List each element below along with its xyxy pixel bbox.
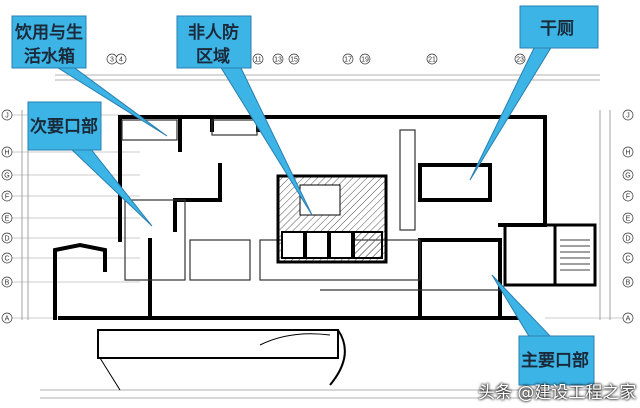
callout-label: 区域 [196,46,230,67]
axis-label: H [625,150,630,157]
axis-bubble [1,212,13,224]
axis-label: C [625,256,630,263]
axis-label: 23 [516,57,524,64]
callout-water-tank: 饮用与生 活水箱 [11,15,168,137]
thin-walls [121,119,500,291]
axis-bubble [1,276,13,288]
axis-bubble [359,53,371,65]
axis-label: G [625,173,630,180]
axis-bubble [622,276,634,288]
axis-bubble [1,146,13,158]
axis-bubble [622,252,634,264]
axis-bubble [1,312,13,324]
callout-secondary-entrance: 次要口部 [27,101,153,227]
axis-bubble [342,53,354,65]
axis-bubble [1,232,13,244]
callout-label: 次要口部 [30,116,98,137]
axis-label: B [5,280,10,287]
axis-row-labels: J J H H G G F F E E D D C C B B A A [1,109,634,324]
axis-label: C [4,256,9,263]
axis-label: J [626,113,630,120]
callout-label: 活水箱 [24,46,75,67]
axis-bubble [622,312,634,324]
axis-label: 15 [290,57,298,64]
axis-bubble [288,53,300,65]
callout-label: 非人防 [188,22,239,43]
axis-label: E [626,216,631,223]
axis-bubble [272,53,284,65]
axis-label: F [5,194,9,201]
axis-label: 3 [110,57,114,64]
callout-main-entrance: 主要口部 [491,274,595,386]
callout-label: 干厕 [540,19,574,39]
axis-bubble [426,53,438,65]
callout-dry-toilet: 干厕 [469,5,599,181]
axis-label: 11 [254,57,261,64]
axis-bubble [1,169,13,181]
central-core [276,174,388,264]
axis-bubble [622,232,634,244]
axis-label: E [5,216,10,223]
axis-label: 21 [428,57,436,64]
axis-bubble [514,53,526,65]
axis-label: A [5,316,10,323]
axis-bubble [1,109,13,121]
watermark: 头条 @建设工程之家 [478,383,637,403]
axis-bubble [115,53,127,65]
axis-bubble [622,109,634,121]
axis-label: 17 [344,57,352,64]
axis-bubble [622,212,634,224]
axis-label: 19 [361,57,369,64]
axis-bubble [622,190,634,202]
axis-bubble [622,146,634,158]
axis-label: 4 [119,57,123,64]
axis-label: D [4,236,9,243]
callout-non-civil-defense: 非人防 区域 [176,15,313,216]
axis-label: G [4,173,9,180]
axis-label: F [626,194,630,201]
axis-bubble [622,169,634,181]
axis-label: B [626,280,631,287]
ramp [97,329,346,391]
callout-label: 饮用与生 [14,22,83,43]
stair [560,239,590,271]
axis-label: H [4,150,9,157]
axis-bubble [1,190,13,202]
axis-label: D [625,236,630,243]
axis-label: J [5,113,9,120]
axis-bubble [252,53,264,65]
callout-label: 主要口部 [521,350,589,371]
axis-label: A [626,316,631,323]
axis-bubble [1,252,13,264]
axis-label: 13 [274,57,282,64]
